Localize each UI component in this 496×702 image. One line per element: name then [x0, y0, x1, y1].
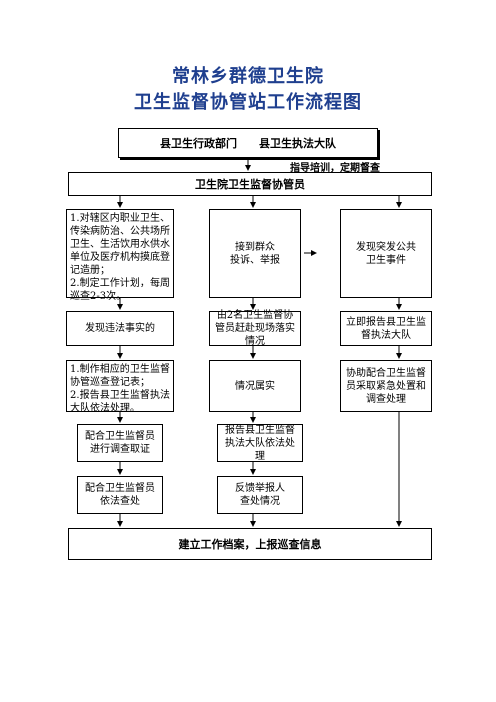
col2-r5-box: 反馈举报人 查处情况 [217, 476, 303, 514]
col2-r2-box: 由2名卫生监督协管员赶赴现场落实情况 [209, 310, 301, 347]
col3-r3-box: 协助配合卫生监督员采取紧急处置和调查处理 [340, 360, 432, 412]
col1-r4-box: 配合卫生监督员进行调查取证 [77, 424, 163, 462]
top-box: 县卫生行政部门 县卫生执法大队 [118, 128, 378, 158]
col2-r4-box: 报告县卫生监督执法大队依法处理 [217, 424, 303, 462]
col1-r5-box: 配合卫生监督员 依法查处 [77, 476, 163, 514]
title-line-1: 常林乡群德卫生院 [172, 66, 324, 87]
col2-r3-box: 情况属实 [209, 360, 301, 412]
supervision-note: 指导培训，定期督查 [290, 163, 380, 174]
col3-r1-box: 发现突发公共 卫生事件 [340, 209, 432, 298]
col1-r3-box: 1.制作相应的卫生监督协管巡查登记表； 2.报告县卫生监督执法大队依法处理。 [66, 360, 174, 414]
col2-r1-box: 接到群众 投诉、举报 [209, 209, 301, 298]
bottom-box: 建立工作档案，上报巡查信息 [68, 528, 432, 560]
col3-r2-box: 立即报告县卫生监督执法大队 [340, 311, 432, 346]
title-line-2: 卫生监督协管站工作流程图 [134, 92, 362, 113]
col1-r1-box: 1.对辖区内职业卫生、传染病防治、公共场所卫生、生活饮用水供水单位及医疗机构摸底… [66, 209, 174, 302]
header-box: 卫生院卫生监督协管员 [68, 172, 432, 196]
col1-r2-box: 发现违法事实的 [66, 311, 174, 346]
